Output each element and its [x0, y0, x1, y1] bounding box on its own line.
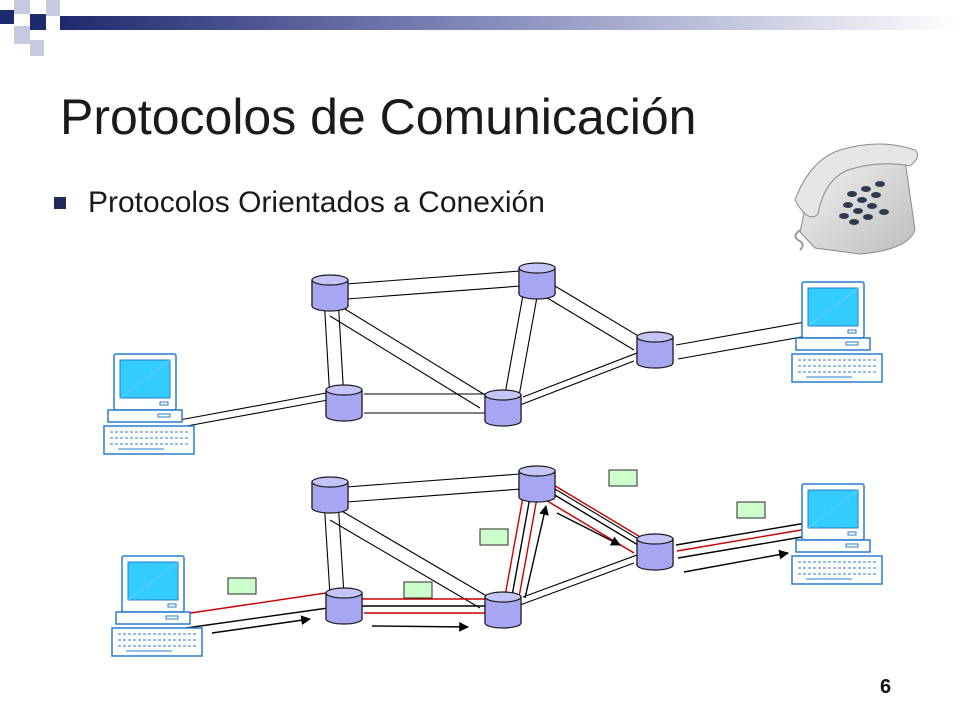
direction-arrow-icon [211, 505, 789, 634]
network-bottom [111, 465, 883, 657]
router-node [484, 591, 522, 629]
router-node [325, 587, 363, 625]
router-node [518, 465, 556, 503]
desktop-computer-icon [111, 555, 203, 657]
router-node [636, 331, 674, 369]
page-number: 6 [880, 676, 892, 698]
bullet-item: Protocolos Orientados a Conexión [54, 186, 545, 220]
router-node [636, 533, 674, 571]
router-node [311, 476, 349, 514]
data-packet-icon [227, 469, 766, 599]
square-bullet-icon [54, 197, 66, 209]
router-node [484, 389, 522, 427]
desktop-computer-icon [791, 281, 883, 383]
desktop-computer-icon [791, 483, 883, 585]
slide-title: Protocolos de Comunicación [60, 89, 697, 145]
telephone-icon [794, 143, 919, 255]
link [173, 270, 808, 429]
bullet-text: Protocolos Orientados a Conexión [88, 186, 545, 219]
router-node [518, 262, 556, 300]
virtual-circuit [183, 483, 809, 629]
network-top [103, 262, 883, 455]
router-node [325, 384, 363, 422]
router-node [311, 274, 349, 312]
header-decoration [0, 0, 960, 56]
desktop-computer-icon [103, 353, 195, 455]
